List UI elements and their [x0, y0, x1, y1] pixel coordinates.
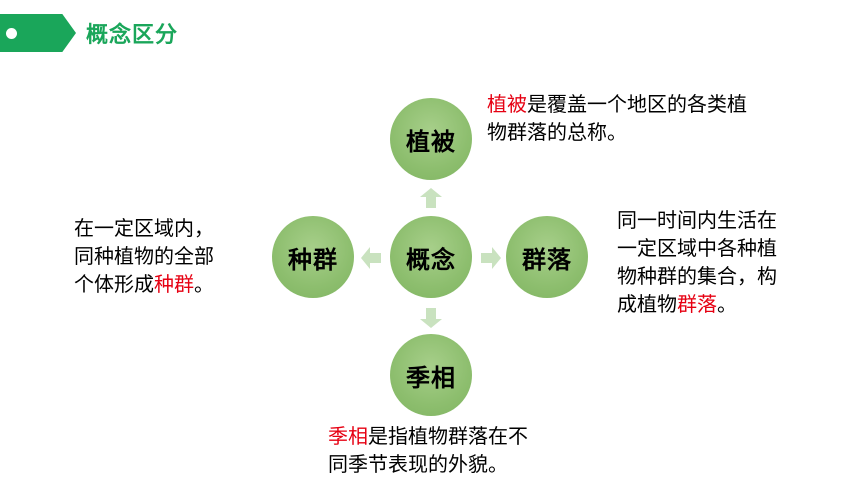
description-text: 物种群的集合，构 — [617, 264, 777, 288]
term-highlight: 季相 — [328, 424, 368, 448]
description-text: 个体形成 — [74, 272, 154, 296]
node-bottom: 季相 — [390, 334, 472, 416]
description-bottom: 季相是指植物群落在不 同季节表现的外貌。 — [328, 422, 628, 478]
node-bottom-label: 季相 — [406, 363, 456, 392]
term-highlight: 种群 — [154, 272, 194, 296]
description-text: 成植物 — [617, 292, 677, 316]
node-right: 群落 — [506, 216, 588, 298]
page-title: 概念区分 — [86, 23, 179, 48]
node-center-label: 概念 — [406, 245, 456, 274]
description-text: 是指植物群落在不 — [368, 424, 528, 448]
node-top: 植被 — [390, 98, 472, 180]
description-text: 一定区域中各种植 — [617, 236, 777, 260]
description-text: 同一时间内生活在 — [617, 208, 777, 232]
description-right: 同一时间内生活在 一定区域中各种植 物种群的集合，构 成植物群落。 — [617, 206, 837, 318]
bullet-dot-icon — [6, 28, 17, 39]
description-text: 是覆盖一个地区的各类植 — [527, 92, 747, 116]
description-top: 植被是覆盖一个地区的各类植 物群落的总称。 — [487, 90, 827, 146]
node-center: 概念 — [390, 216, 472, 298]
description-text: 在一定区域内， — [74, 216, 214, 240]
node-left: 种群 — [272, 216, 354, 298]
description-text: 。 — [717, 292, 737, 316]
arrow-down-icon — [420, 308, 442, 328]
node-top-label: 植被 — [406, 127, 456, 156]
term-highlight: 植被 — [487, 92, 527, 116]
description-left: 在一定区域内， 同种植物的全部 个体形成种群。 — [74, 214, 264, 298]
arrow-right-icon — [481, 247, 501, 269]
description-text: 。 — [194, 272, 214, 296]
arrow-left-icon — [361, 247, 381, 269]
description-text: 物群落的总称。 — [487, 120, 627, 144]
description-text: 同季节表现的外貌。 — [328, 452, 508, 476]
header-tag — [0, 14, 76, 52]
description-text: 同种植物的全部 — [74, 244, 214, 268]
node-right-label: 群落 — [522, 245, 572, 274]
term-highlight: 群落 — [677, 292, 717, 316]
node-left-label: 种群 — [288, 245, 338, 274]
arrow-up-icon — [420, 188, 442, 208]
